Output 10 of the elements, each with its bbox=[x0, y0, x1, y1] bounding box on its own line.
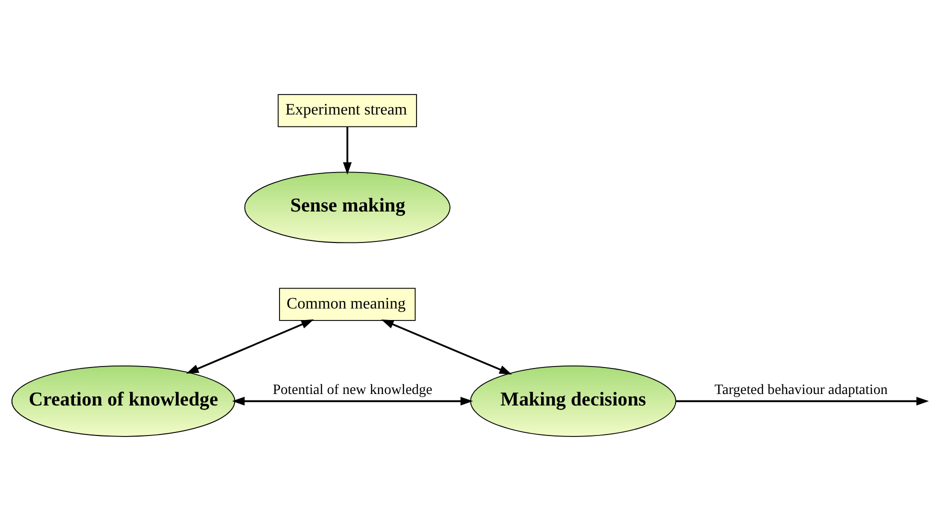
arrow bbox=[232, 396, 474, 406]
edge-label: Targeted behaviour adaptation bbox=[714, 381, 888, 398]
arrow bbox=[381, 318, 512, 374]
arrow bbox=[186, 318, 314, 374]
arrow bbox=[676, 396, 929, 406]
node-box: Common meaning bbox=[279, 287, 416, 320]
node-box: Experiment stream bbox=[278, 94, 417, 127]
edge-label: Potential of new knowledge bbox=[272, 381, 432, 398]
arrow bbox=[342, 126, 352, 174]
node-ellipse: Sense making bbox=[244, 171, 450, 243]
